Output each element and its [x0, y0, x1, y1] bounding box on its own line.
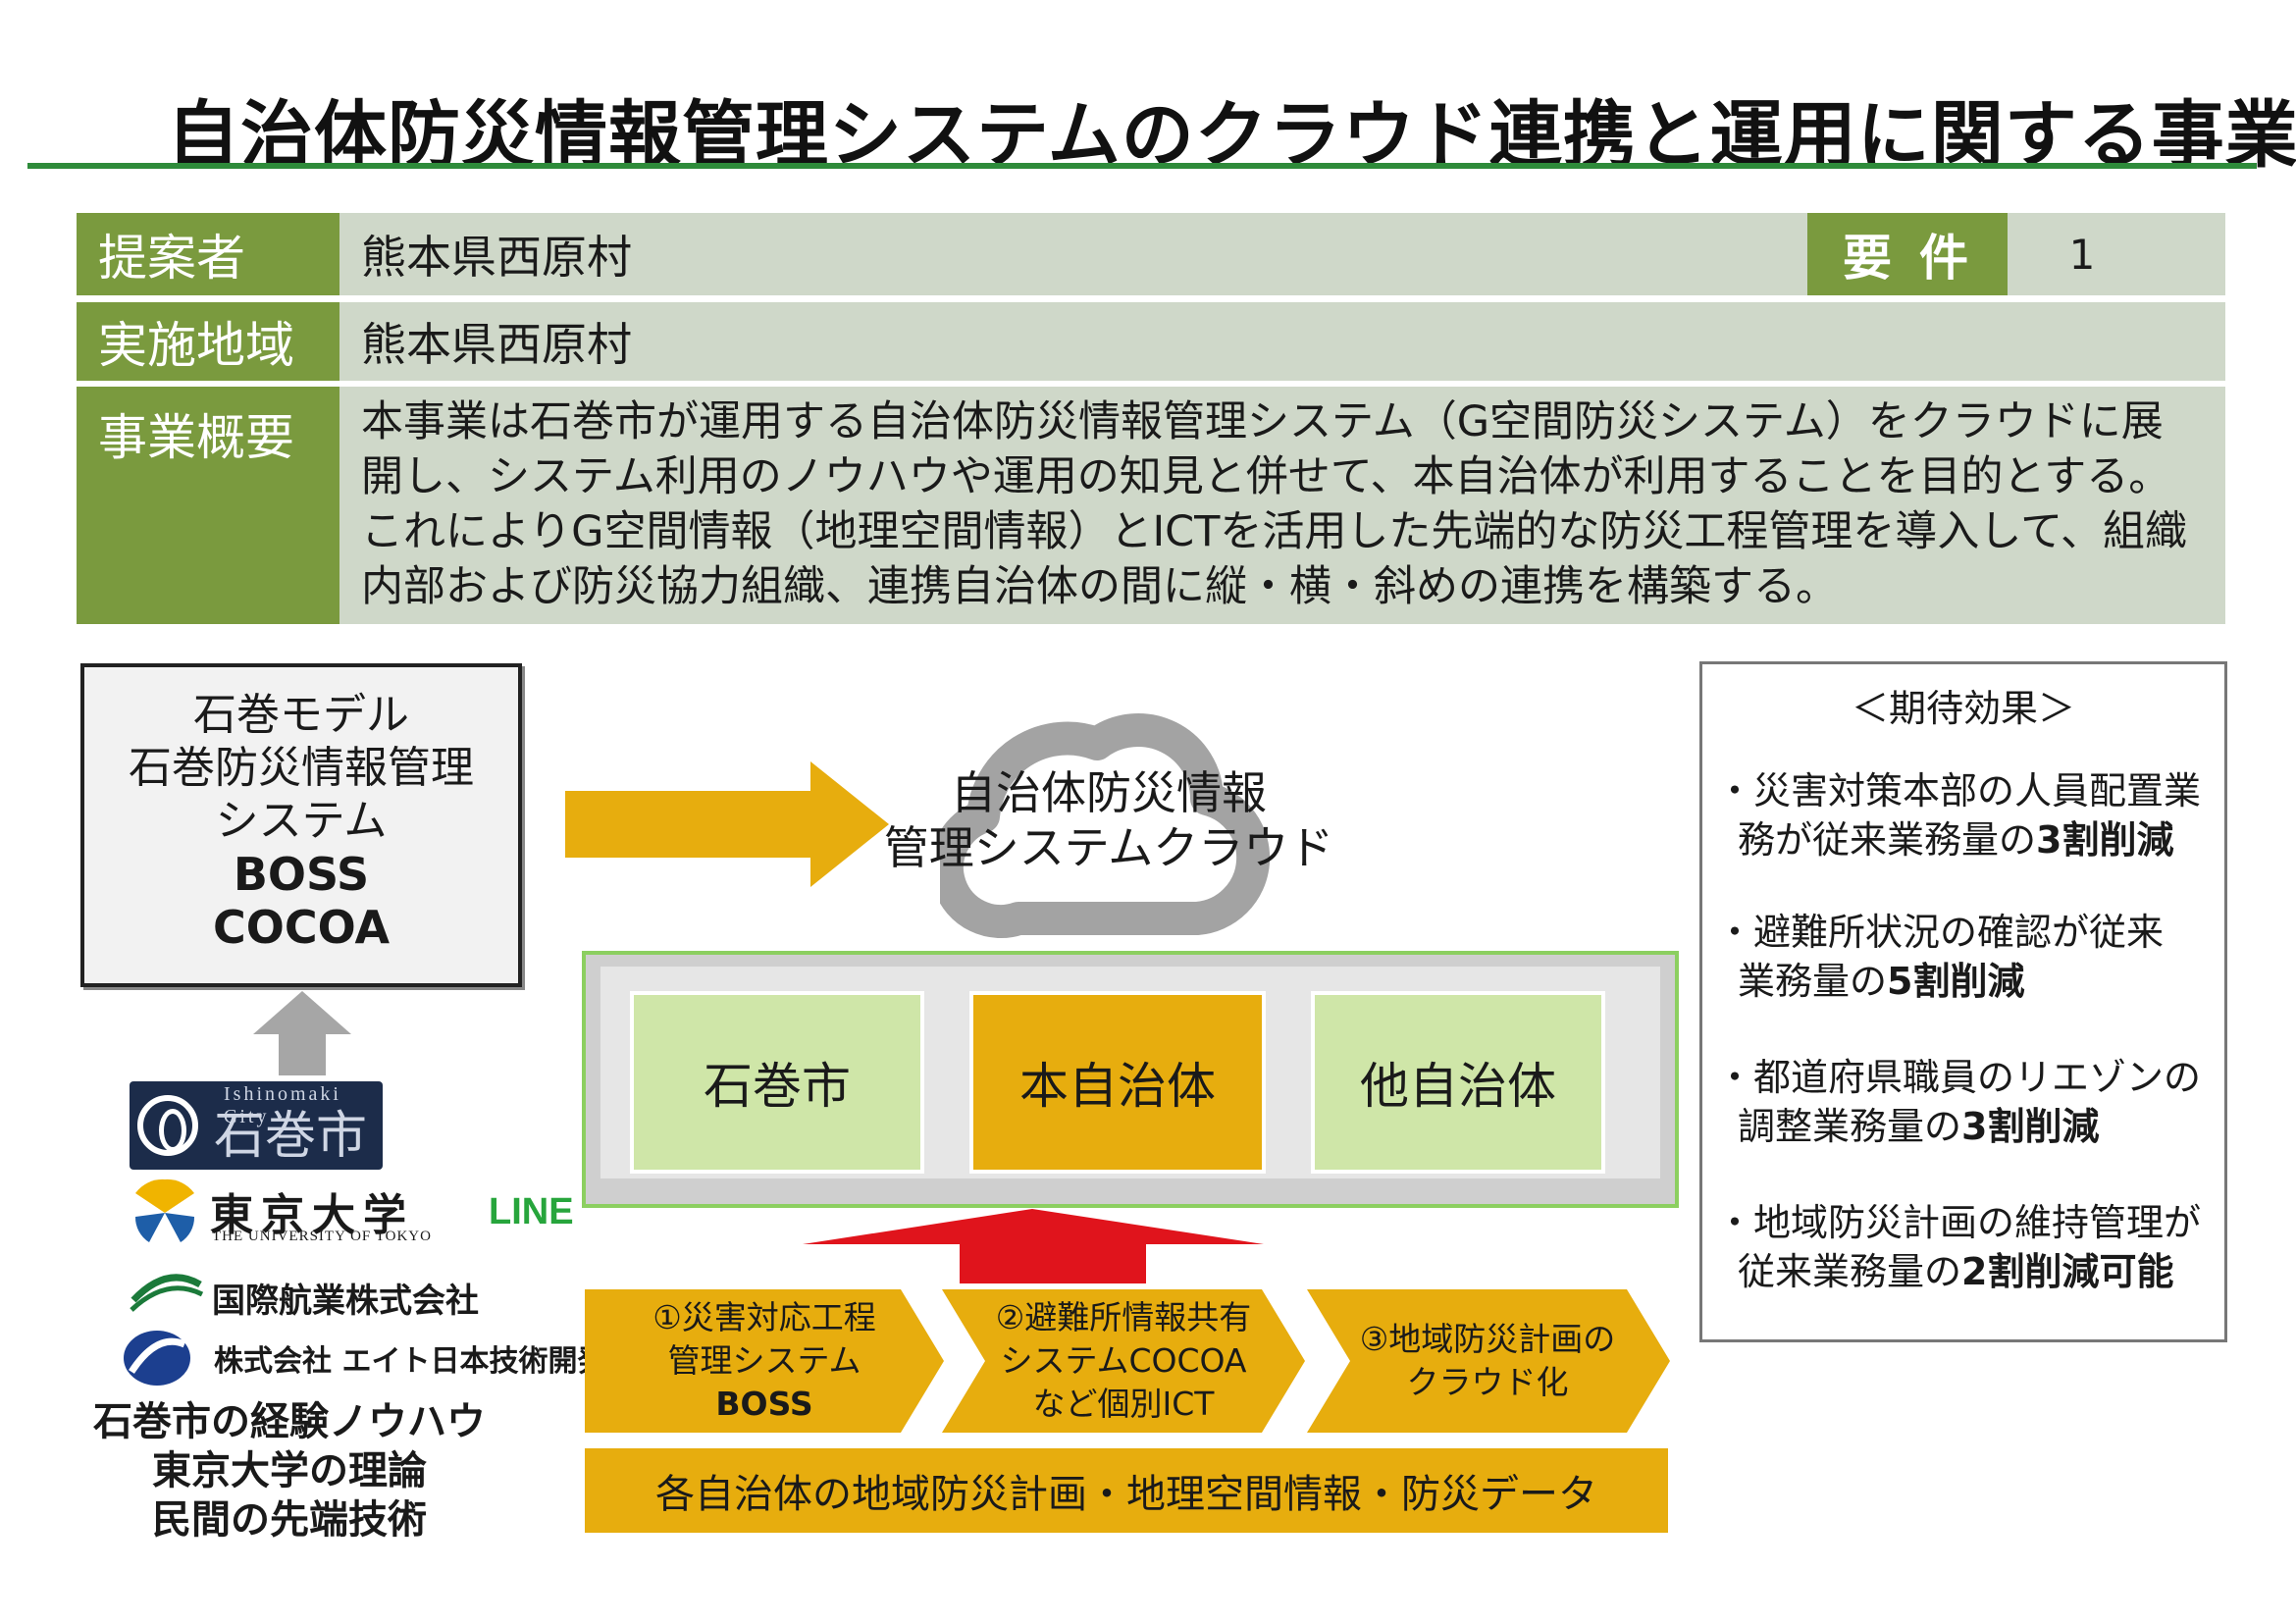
- knowhow-line: 民間の先端技術: [152, 1497, 427, 1543]
- effect-line: 従来業務量の2割削減可能: [1716, 1247, 2201, 1296]
- city-emblem-icon: [137, 1095, 198, 1156]
- ishinomaki-city-logo: Ishinomaki City 石巻市: [130, 1081, 383, 1170]
- summary-label: 事業概要: [77, 387, 339, 624]
- area-value: 熊本県西原村: [339, 302, 2225, 381]
- model-line: 石巻防災情報管理: [129, 743, 474, 793]
- effect-item: ・災害対策本部の人員配置業 務が従来業務量の3割削減: [1716, 766, 2201, 864]
- effect-value: 2割削減可能: [1961, 1250, 2174, 1293]
- effect-text: 調整業務量の: [1738, 1105, 1962, 1148]
- model-boss: BOSS: [233, 848, 370, 901]
- up-arrow-icon: [253, 991, 351, 1075]
- ginkgo-emblem-icon: [134, 1178, 195, 1242]
- effect-text: 従来業務量の: [1738, 1250, 1962, 1293]
- model-cocoa: COCOA: [212, 901, 391, 954]
- effect-item: ・避難所状況の確認が従来 業務量の5割削減: [1716, 908, 2164, 1006]
- cloud-icon: [940, 713, 1271, 939]
- city-ishinomaki: 石巻市: [630, 991, 924, 1174]
- step-line: ①災害対応工程: [652, 1298, 876, 1336]
- effect-line: 調整業務量の3割削減: [1716, 1102, 2201, 1151]
- effect-line: 務が従来業務量の3割削減: [1716, 815, 2201, 864]
- red-up-arrow-icon: [803, 1209, 1264, 1283]
- ishinomaki-model-box: 石巻モデル 石巻防災情報管理 システム BOSS COCOA: [80, 663, 522, 987]
- requirement-value: 1: [2008, 213, 2225, 295]
- city-logo-jp: 石巻市: [214, 1107, 368, 1166]
- data-bar: 各自治体の地域防災計画・地理空間情報・防災データ: [585, 1448, 1668, 1533]
- summary-line: 開し、システム利用のノウハウや運用の知見と併せて、本自治体が利用することを目的と…: [361, 452, 2171, 501]
- effects-title: ＜期待効果＞: [1851, 687, 2075, 730]
- knowhow-line: 東京大学の理論: [152, 1448, 427, 1493]
- effect-text: 務が従来業務量の: [1738, 818, 2037, 862]
- city-logo-en: Ishinomaki City: [224, 1083, 341, 1127]
- step-line: 管理システム: [667, 1341, 861, 1380]
- step-line: BOSS: [715, 1385, 813, 1423]
- eight-logo-icon: [124, 1331, 190, 1386]
- effect-line: ・地域防災計画の維持管理が: [1716, 1201, 2202, 1244]
- step-cloud: ③地域防災計画の クラウド化: [1307, 1289, 1668, 1433]
- eight-name: 株式会社 エイト日本技術開発: [214, 1344, 607, 1379]
- right-arrow-icon: [565, 761, 889, 887]
- effect-line: ・都道府県職員のリエゾンの: [1716, 1056, 2202, 1099]
- effect-value: 3割削減: [1961, 1105, 2100, 1148]
- step-line: ③地域防災計画の: [1359, 1320, 1616, 1358]
- step-line: など個別ICT: [1032, 1385, 1215, 1423]
- area-label: 実施地域: [77, 302, 339, 381]
- city-other: 他自治体: [1311, 991, 1605, 1174]
- knowhow-line: 石巻市の経験ノウハウ: [93, 1399, 486, 1444]
- effect-line: ・避難所状況の確認が従来: [1716, 911, 2165, 954]
- requirement-label: 要件: [1807, 213, 2008, 295]
- expected-effects-box: ＜期待効果＞ ・災害対策本部の人員配置業 務が従来業務量の3割削減 ・避難所状況…: [1699, 661, 2227, 1342]
- kokusai-logo-icon: [130, 1274, 204, 1312]
- utokyo-logo-jp: 東京大学: [210, 1191, 414, 1239]
- effect-item: ・都道府県職員のリエゾンの 調整業務量の3割削減: [1716, 1053, 2201, 1151]
- summary-line: 内部および防災協力組織、連携自治体の間に縦・横・斜めの連携を構築する。: [361, 562, 1838, 611]
- effect-text: 業務量の: [1738, 960, 1888, 1003]
- city-self: 本自治体: [969, 991, 1266, 1174]
- knowhow-text: 石巻市の経験ノウハウ 東京大学の理論 民間の先端技術: [59, 1397, 520, 1544]
- line-logo: LINE: [489, 1191, 574, 1232]
- cloud-label-line: 自治体防災情報: [951, 766, 1267, 819]
- step-line: クラウド化: [1406, 1363, 1569, 1401]
- step-line: システムCOCOA: [1000, 1341, 1247, 1380]
- summary-line: これによりG空間情報（地理空間情報）とICTを活用した先端的な防災工程管理を導入…: [361, 507, 2187, 556]
- effect-line: 業務量の5割削減: [1716, 957, 2164, 1006]
- process-chevrons: [585, 1289, 1670, 1433]
- effect-value: 3割削減: [2036, 818, 2174, 862]
- model-line: システム: [215, 796, 388, 846]
- summary-line: 本事業は石巻市が運用する自治体防災情報管理システム（G空間防災システム）をクラウ…: [361, 397, 2164, 446]
- effect-item: ・地域防災計画の維持管理が 従来業務量の2割削減可能: [1716, 1198, 2201, 1296]
- step-cocoa: ②避難所情報共有 システムCOCOA など個別ICT: [942, 1289, 1305, 1433]
- proposer-value: 熊本県西原村: [339, 213, 1807, 295]
- utokyo-logo-en: THE UNIVERSITY OF TOKYO: [212, 1229, 432, 1244]
- cloud-label: 自治体防災情報 管理システムクラウド: [883, 765, 1334, 875]
- proposer-label: 提案者: [77, 213, 339, 295]
- model-line: 石巻モデル: [193, 690, 409, 740]
- step-line: ②避難所情報共有: [995, 1298, 1252, 1336]
- title-underline: [27, 163, 2257, 169]
- summary-text: 本事業は石巻市が運用する自治体防災情報管理システム（G空間防災システム）をクラウ…: [339, 387, 2225, 624]
- step-boss: ①災害対応工程 管理システム BOSS: [587, 1289, 942, 1433]
- cloud-label-line: 管理システムクラウド: [883, 821, 1334, 874]
- effect-value: 5割削減: [1887, 960, 2025, 1003]
- effect-line: ・災害対策本部の人員配置業: [1716, 769, 2202, 812]
- kokusai-name: 国際航業株式会社: [212, 1282, 479, 1321]
